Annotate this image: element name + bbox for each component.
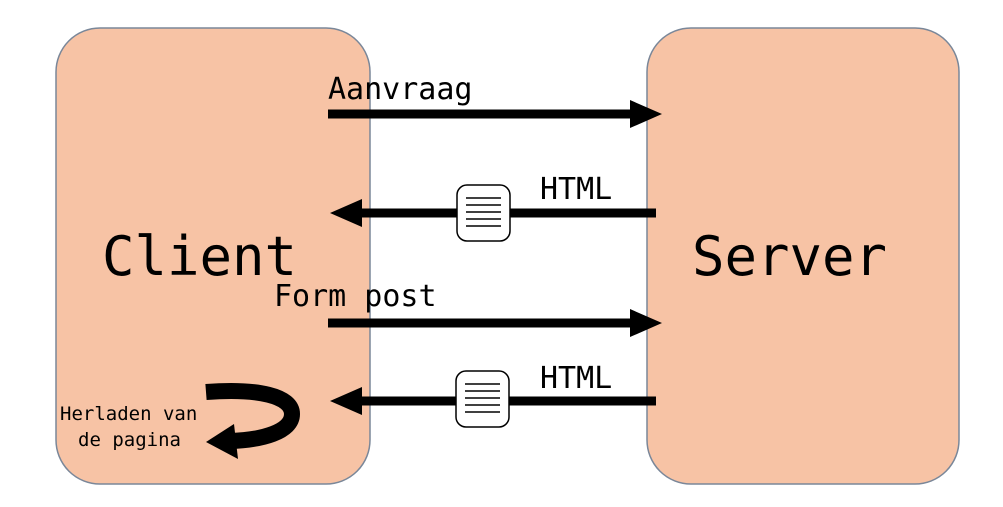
- curved-reload-arrow-icon: [205, 382, 301, 459]
- form-post-arrow: [328, 309, 662, 337]
- client-label: Client: [102, 225, 297, 288]
- server-box: [646, 27, 960, 485]
- server-label: Server: [692, 225, 887, 288]
- client-box: [55, 27, 371, 485]
- form-post-arrow-label: Form post: [274, 279, 437, 314]
- reload-label-line1: Herladen van: [60, 403, 197, 425]
- request-arrow-label: Aanvraag: [328, 72, 473, 107]
- request-arrow: [328, 100, 662, 128]
- html-response-label-2: HTML: [540, 361, 612, 396]
- html-response-label-1: HTML: [540, 172, 612, 207]
- html-document-icon: [456, 184, 511, 242]
- html-document-icon: [455, 370, 510, 428]
- reload-label-line2: de pagina: [78, 429, 181, 451]
